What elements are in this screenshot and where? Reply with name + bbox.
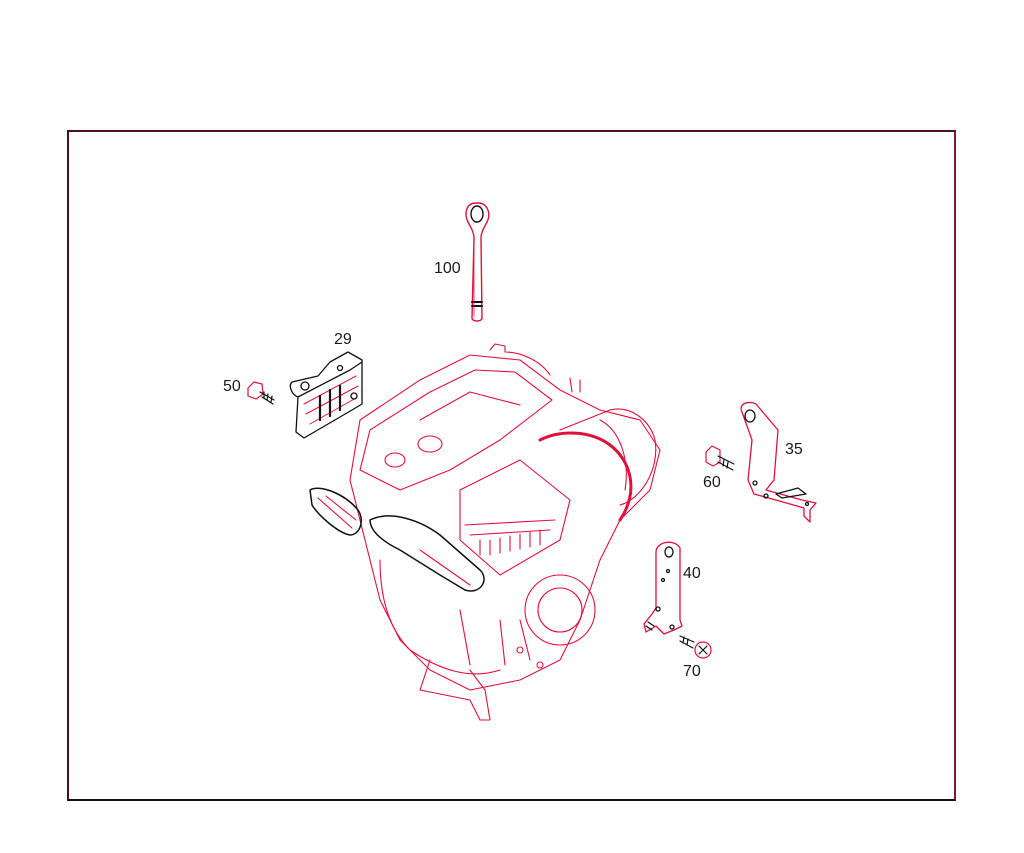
part-50-bolt[interactable]: [247, 381, 275, 405]
diagram-frame: [67, 130, 956, 801]
callout-50[interactable]: 50: [223, 378, 241, 395]
part-60-bolt[interactable]: [705, 445, 735, 471]
callout-100[interactable]: 100: [434, 260, 461, 277]
callout-40[interactable]: 40: [683, 565, 701, 582]
callout-35[interactable]: 35: [785, 441, 803, 458]
engine-assembly[interactable]: [309, 343, 661, 721]
callout-29[interactable]: 29: [334, 331, 352, 348]
callout-70[interactable]: 70: [683, 663, 701, 680]
part-35-bracket[interactable]: [740, 401, 817, 523]
part-70-bolt[interactable]: [679, 635, 712, 659]
callout-60[interactable]: 60: [703, 474, 721, 491]
part-100-dipstick-tube[interactable]: [465, 202, 490, 322]
part-40-bracket[interactable]: [643, 541, 683, 635]
part-29-bracket[interactable]: [289, 351, 363, 439]
